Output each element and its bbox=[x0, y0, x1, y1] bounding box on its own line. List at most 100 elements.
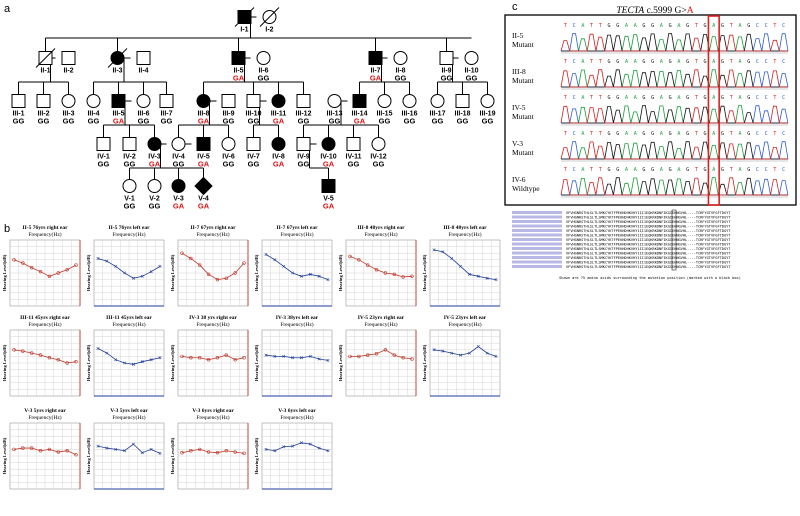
threshold-point bbox=[96, 444, 100, 448]
base-call: C bbox=[765, 95, 768, 101]
base-call: A bbox=[738, 131, 741, 137]
pedigree-individual: III-8GA bbox=[196, 94, 211, 126]
audiogram: III-11 45yrs right earFrequency(Hz)Heari… bbox=[2, 315, 81, 397]
individual-id: V-5 bbox=[323, 196, 334, 203]
threshold-point bbox=[366, 263, 370, 267]
frequency-axis-label: Frequency(Hz) bbox=[364, 321, 397, 328]
hearing-level-axis-label: Hearing Level(dB) bbox=[338, 344, 343, 381]
male-symbol bbox=[159, 94, 174, 108]
base-call: T bbox=[695, 59, 698, 65]
threshold-point bbox=[392, 353, 396, 357]
species-label bbox=[512, 224, 562, 228]
threshold-point bbox=[441, 250, 445, 254]
frequency-axis-label: Frequency(Hz) bbox=[112, 414, 145, 421]
threshold-point bbox=[383, 348, 388, 352]
track-label: Mutant bbox=[512, 76, 535, 85]
pedigree-individual: II-1 bbox=[35, 48, 56, 75]
pedigree-individual: V-2GG bbox=[147, 179, 162, 211]
genotype: GG bbox=[329, 117, 341, 126]
genotype: GA bbox=[323, 202, 335, 211]
female-symbol bbox=[377, 94, 392, 108]
threshold-point bbox=[74, 359, 78, 364]
base-call: A bbox=[712, 23, 715, 29]
threshold-point bbox=[224, 449, 228, 453]
base-call: A bbox=[738, 95, 741, 101]
threshold-point bbox=[264, 253, 268, 257]
base-call: C bbox=[782, 167, 785, 173]
base-call: C bbox=[756, 59, 759, 65]
base-call: T bbox=[695, 23, 698, 29]
frequency-axis-label: Frequency(Hz) bbox=[448, 231, 481, 238]
hearing-level-axis-label: Hearing Level(dB) bbox=[422, 344, 427, 381]
male-symbol bbox=[455, 94, 470, 108]
alignment-row: VFVHGNRSTHLSLTLSMKCYKTFPEKHDHKVHY1II1EQK… bbox=[566, 216, 731, 220]
audiogram-title: IV-5 23yrs right ear bbox=[358, 315, 405, 321]
audiogram: II-5 76yrs right earFrequency(Hz)Hearing… bbox=[2, 225, 81, 307]
threshold-point bbox=[149, 447, 153, 451]
base-call: G bbox=[608, 95, 611, 101]
alignment-row: VFVHGNRSTHLSLTLSMKCYKTFPEKHDHKVHY1II1EQK… bbox=[566, 238, 731, 242]
threshold-point bbox=[401, 356, 405, 360]
alignment-row: VFVHGNRSTHLSLTLSMKCYKTFPEKHDHKVHY1II1EQK… bbox=[566, 234, 731, 238]
hearing-level-axis-label: Hearing Level(dB) bbox=[254, 254, 259, 291]
base-call: G bbox=[642, 167, 645, 173]
frequency-axis-label: Frequency(Hz) bbox=[364, 231, 397, 238]
individual-id: II-6 bbox=[258, 68, 268, 75]
male-symbol bbox=[61, 51, 76, 65]
base-call: T bbox=[564, 95, 567, 101]
individual-id: III-1 bbox=[12, 111, 24, 118]
male-symbol bbox=[111, 94, 126, 108]
pedigree-individual: IV-6GG bbox=[221, 137, 236, 169]
audiogram: II-7 67yrs left earFrequency(Hz)Hearing … bbox=[254, 225, 333, 307]
base-call: T bbox=[590, 23, 593, 29]
individual-id: III-15 bbox=[377, 111, 393, 118]
threshold-point bbox=[189, 256, 193, 261]
genotype: GG bbox=[432, 117, 444, 126]
mutation-highlight-box bbox=[707, 15, 720, 206]
base-call: C bbox=[765, 167, 768, 173]
threshold-point bbox=[242, 356, 246, 360]
pedigree-individual: II-5GA bbox=[231, 51, 246, 83]
hearing-level-axis-label: Hearing Level(dB) bbox=[170, 254, 175, 291]
genotype: GG bbox=[348, 160, 360, 169]
base-call: A bbox=[660, 23, 663, 29]
base-call: C bbox=[765, 131, 768, 137]
track-label: Wildtype bbox=[512, 184, 540, 193]
alignment-caption: Shown are 75 amino acids surrounding the… bbox=[559, 276, 741, 280]
individual-id: IV-11 bbox=[346, 154, 362, 161]
threshold-point bbox=[459, 264, 463, 268]
genotype: GG bbox=[124, 160, 136, 169]
base-call: G bbox=[747, 167, 750, 173]
base-call: C bbox=[782, 131, 785, 137]
base-call: A bbox=[660, 59, 663, 65]
alignment-row: VFVHGNRSTHLSLTLSMKCYKTFPEKHDHKVHY1II1EQK… bbox=[566, 252, 731, 256]
base-call: A bbox=[660, 95, 663, 101]
base-call: T bbox=[773, 59, 776, 65]
female-symbol bbox=[271, 94, 286, 108]
threshold-point bbox=[206, 358, 211, 362]
individual-id: III-18 bbox=[455, 111, 471, 118]
hearing-threshold-line bbox=[97, 258, 161, 279]
alignment-row: VFVHGNRSTHLSLTLSMKCYKTFPEKHDHKVHY1II1EQK… bbox=[566, 261, 731, 265]
female-symbol bbox=[464, 51, 479, 65]
threshold-point bbox=[47, 356, 52, 360]
frequency-axis-label: Frequency(Hz) bbox=[196, 321, 229, 328]
threshold-point bbox=[38, 353, 43, 357]
pedigree-individual: III-3GG bbox=[61, 94, 76, 126]
individual-id: III-14 bbox=[352, 111, 368, 118]
pedigree-individual: I-1 bbox=[234, 7, 255, 34]
base-call: C bbox=[765, 23, 768, 29]
threshold-point bbox=[308, 442, 312, 446]
mutation-position-box bbox=[671, 209, 677, 271]
threshold-point bbox=[65, 361, 69, 365]
pedigree-individual: III-5GA bbox=[111, 94, 126, 126]
audiogram-title: III-11 45yrs left ear bbox=[106, 315, 152, 321]
genotype: GA bbox=[273, 160, 285, 169]
threshold-point bbox=[308, 354, 312, 358]
threshold-point bbox=[242, 261, 246, 265]
threshold-point bbox=[273, 449, 277, 453]
